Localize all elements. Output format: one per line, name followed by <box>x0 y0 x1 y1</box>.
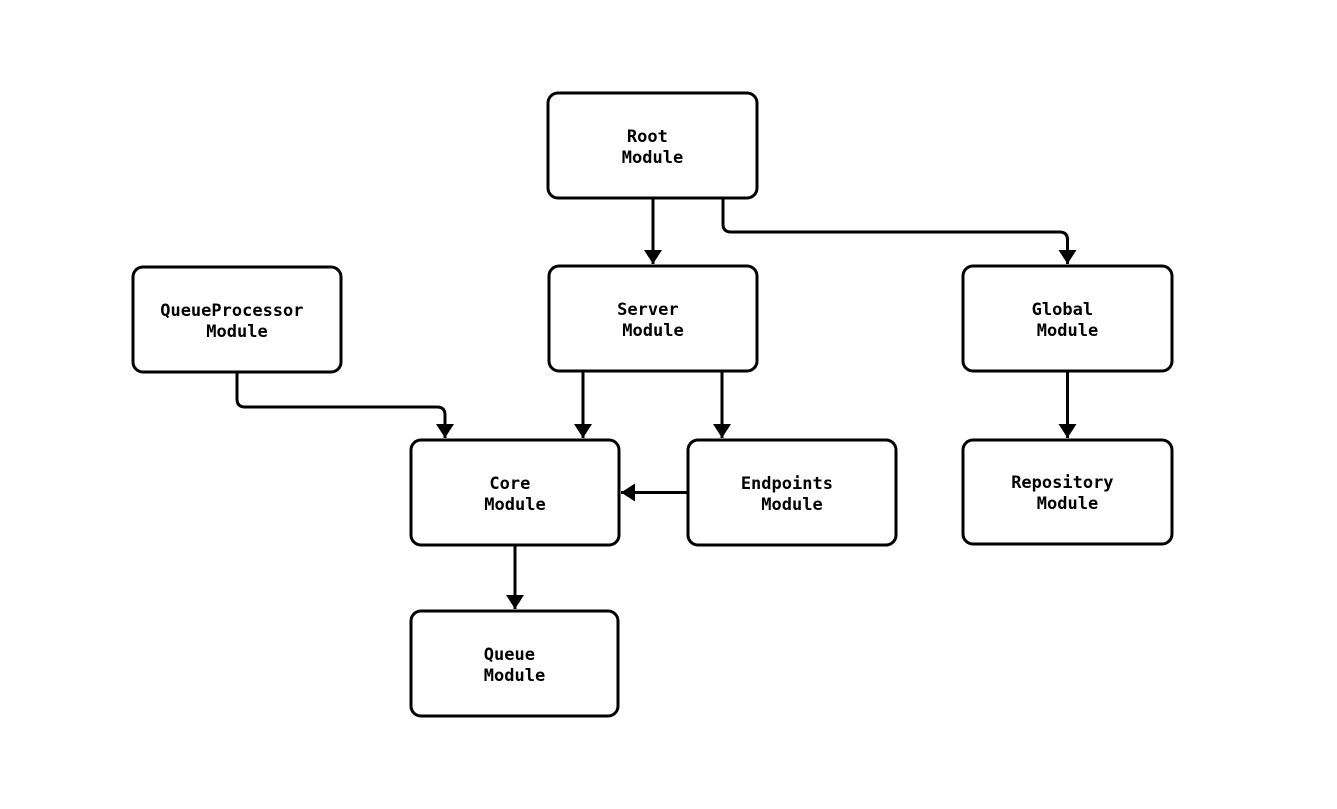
node-repository-module: Repository Module <box>961 438 1174 546</box>
core-module-label: Core Module <box>484 474 545 515</box>
node-endpoints-module: Endpoints Module <box>686 438 898 547</box>
edge-layer <box>235 198 1077 609</box>
queue-module-box <box>409 609 620 718</box>
node-queueprocessor-module: QueueProcessor Module <box>131 265 343 374</box>
node-core-module: Core Module <box>409 438 621 547</box>
node-queue-module: Queue Module <box>409 609 620 718</box>
repository-module-box <box>961 438 1174 546</box>
queueprocessor-module-label: QueueProcessor Module <box>160 301 314 342</box>
endpoints-module-label: Endpoints Module <box>741 474 843 515</box>
root-module-box <box>546 91 759 200</box>
endpoints-module-box <box>686 438 898 547</box>
node-server-module: Server Module <box>547 264 759 373</box>
repository-module-label: Repository Module <box>1011 473 1124 514</box>
edge-queueprocessor-to-core <box>235 372 454 438</box>
node-global-module: Global Module <box>961 264 1174 373</box>
queue-module-label: Queue Module <box>484 645 545 686</box>
server-module-label: Server Module <box>617 300 689 341</box>
queueprocessor-module-box <box>131 265 343 374</box>
edge-root-to-global <box>721 198 1077 264</box>
global-module-box <box>961 264 1174 373</box>
global-module-label: Global Module <box>1032 300 1104 341</box>
server-module-box <box>547 264 759 373</box>
core-module-box <box>409 438 621 547</box>
node-root-module: Root Module <box>546 91 759 200</box>
root-module-label: Root Module <box>622 127 683 168</box>
